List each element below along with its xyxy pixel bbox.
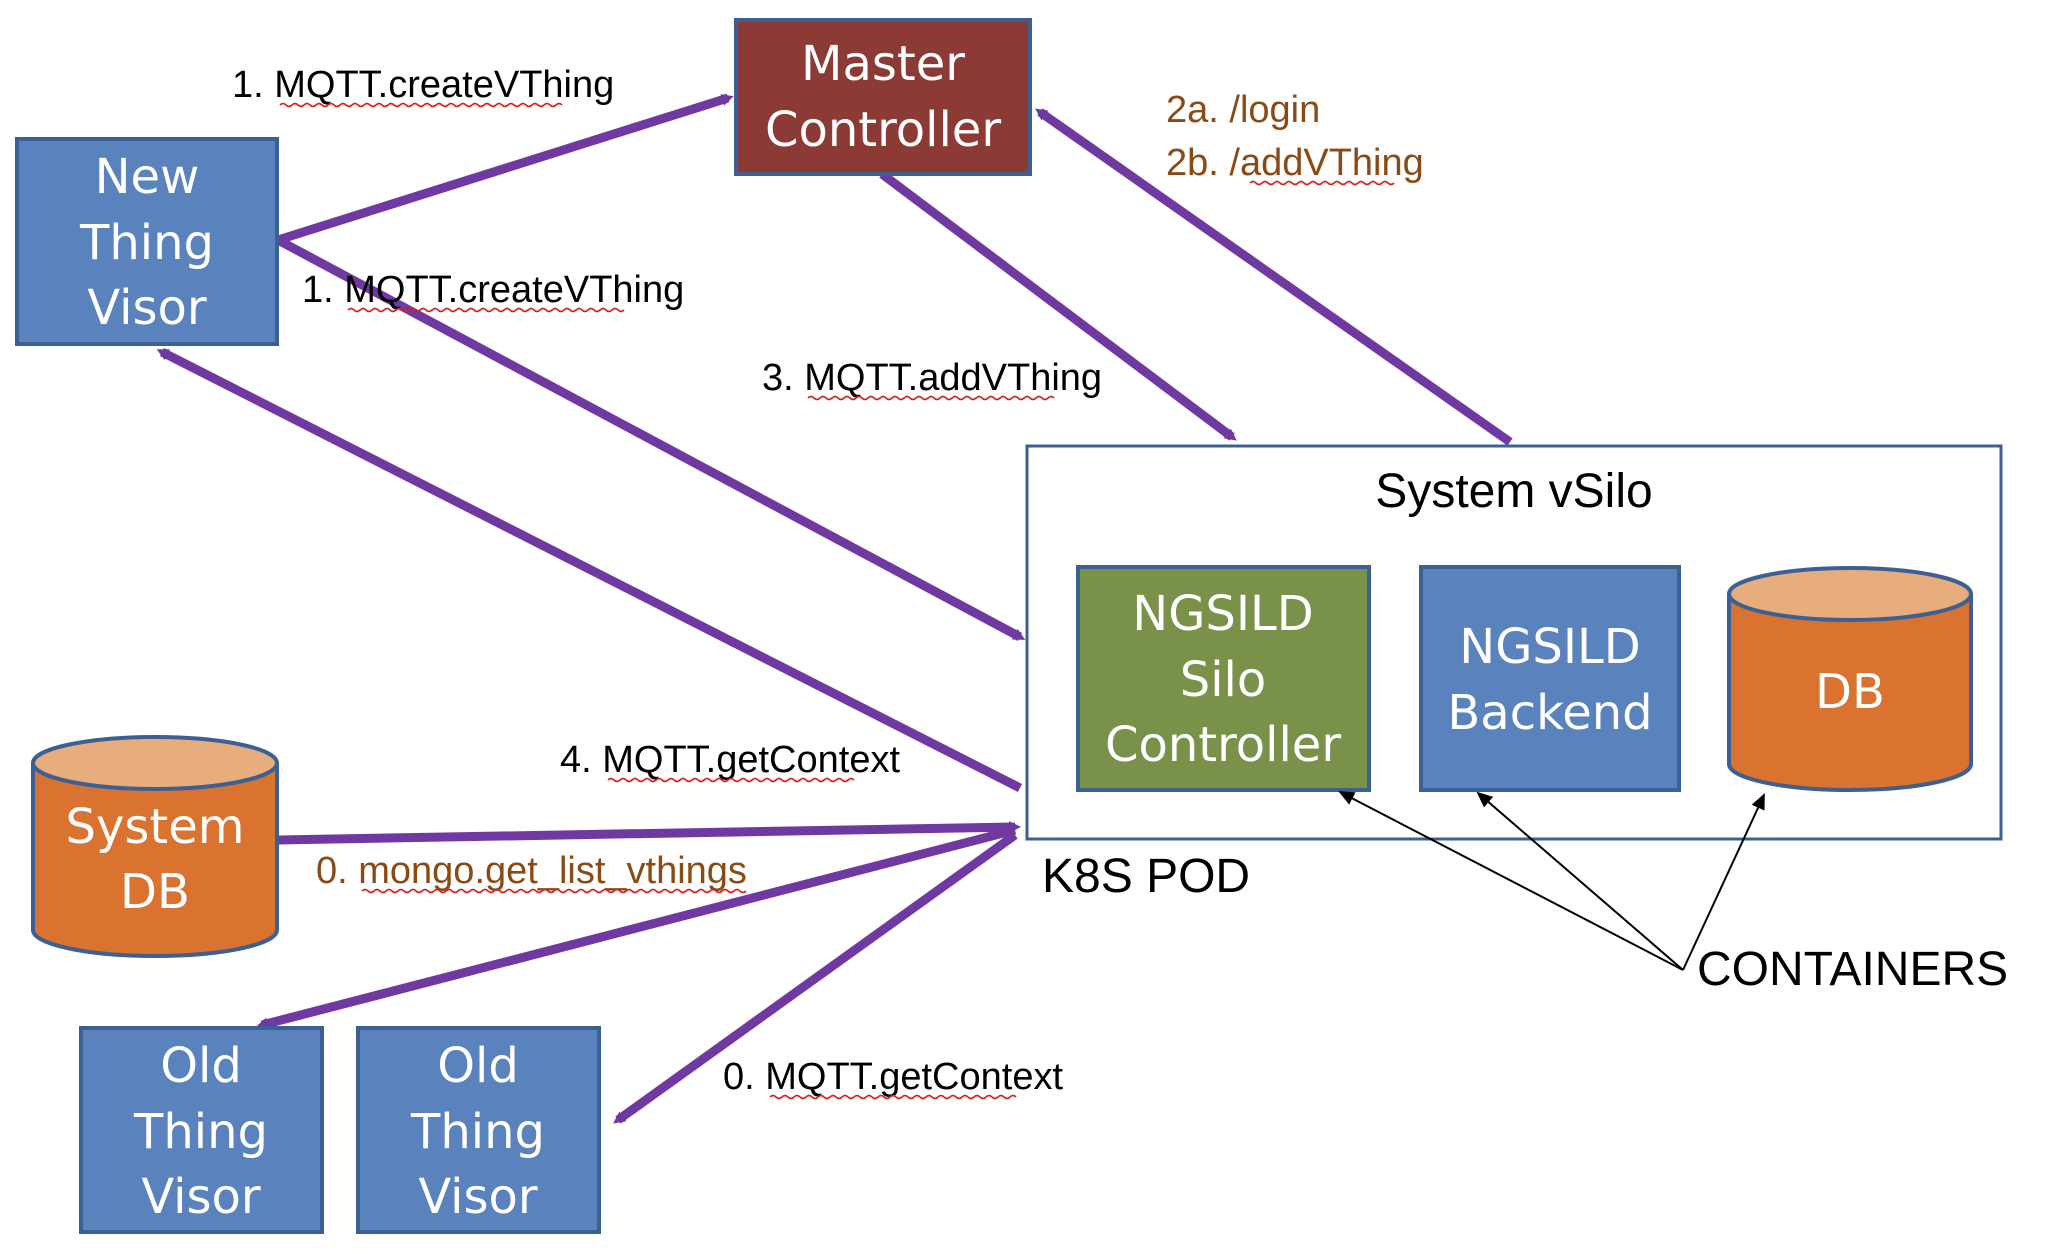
container-pointers [1338, 791, 1765, 971]
arrow-create-vthing-to-master [276, 93, 734, 245]
new-thing-visor-line-2: Thing [79, 215, 214, 271]
spell-underline [347, 307, 625, 313]
system-db: System DB [31, 735, 279, 958]
spell-underline [807, 395, 1055, 401]
spell-underline [361, 888, 747, 894]
old-thing-visor-1: Old Thing Visor [79, 1026, 324, 1234]
pointer-to-vsilo-db [1682, 793, 1765, 971]
system-vsilo-title: System vSilo [1375, 465, 1652, 518]
old-thing-visor-1-line-3: Visor [141, 1169, 260, 1225]
old-thing-visor-2-line-3: Visor [418, 1169, 537, 1225]
spell-underline [1249, 180, 1395, 186]
master-controller-line-2: Controller [765, 102, 1001, 158]
label-add-vthing-rest: 2b. /addVThing [1166, 142, 1424, 184]
spell-underline [769, 1094, 1017, 1100]
label-create-vthing-mid: 1. MQTT.createVThing [302, 269, 684, 311]
old-thing-visor-2-line-2: Thing [410, 1104, 545, 1160]
label-get-context-4: 4. MQTT.getContext [560, 739, 900, 781]
old-thing-visor-1-line-2: Thing [133, 1104, 268, 1160]
new-thing-visor: New Thing Visor [15, 137, 279, 346]
vsilo-db: DB [1727, 566, 1973, 792]
label-k8s-pod: K8S POD [1042, 850, 1250, 903]
old-thing-visor-1-line-1: Old [160, 1038, 242, 1094]
arrow-pod-to-old-visor-1 [256, 825, 1017, 1030]
ngsild-silo-controller-line-2: Silo [1180, 652, 1267, 708]
ngsild-backend-line-1: NGSILD [1459, 619, 1640, 675]
master-controller-line-1: Master [801, 36, 965, 92]
label-get-context-0: 0. MQTT.getContext [723, 1056, 1063, 1098]
arrow-mongo-to-pod [277, 821, 1021, 845]
label-containers: CONTAINERS [1697, 943, 2008, 996]
ngsild-silo-controller: NGSILD Silo Controller [1076, 565, 1371, 792]
pointer-to-silo-controller [1338, 791, 1684, 971]
ngsild-backend-line-2: Backend [1447, 685, 1652, 741]
arrow-add-vthing-to-pod [879, 170, 1237, 441]
ngsild-backend: NGSILD Backend [1419, 565, 1681, 792]
vsilo-db-label: DB [1815, 664, 1885, 720]
label-login: 2a. /login [1166, 89, 1320, 131]
arrow-create-vthing-to-pod [275, 236, 1026, 641]
arrow-get-context-to-new-visor [156, 347, 1023, 793]
pointer-to-ngsild-backend [1476, 791, 1684, 971]
new-thing-visor-line-1: New [95, 149, 200, 205]
ngsild-silo-controller-line-3: Controller [1105, 717, 1341, 773]
edge-labels: 1. MQTT.createVThing 1. MQTT.createVThin… [232, 64, 2008, 1100]
arrow-pod-to-old-visor-2 [613, 831, 1018, 1124]
label-mongo-list: 0. mongo.get_list_vthings [316, 850, 747, 892]
system-db-line-1: System [66, 799, 245, 855]
old-thing-visor-2-line-1: Old [437, 1038, 519, 1094]
master-controller: Master Controller [734, 18, 1032, 176]
spell-underline [279, 102, 563, 108]
new-thing-visor-line-3: Visor [87, 280, 206, 336]
flow-arrows [156, 93, 1513, 1124]
arrow-login-to-master [1035, 108, 1513, 446]
label-create-vthing-top: 1. MQTT.createVThing [232, 64, 614, 106]
ngsild-silo-controller-line-1: NGSILD [1132, 586, 1313, 642]
old-thing-visor-2: Old Thing Visor [356, 1026, 601, 1234]
spell-underline [607, 777, 855, 783]
system-db-line-2: DB [120, 864, 190, 920]
label-add-vthing-mqtt: 3. MQTT.addVThing [762, 357, 1102, 399]
